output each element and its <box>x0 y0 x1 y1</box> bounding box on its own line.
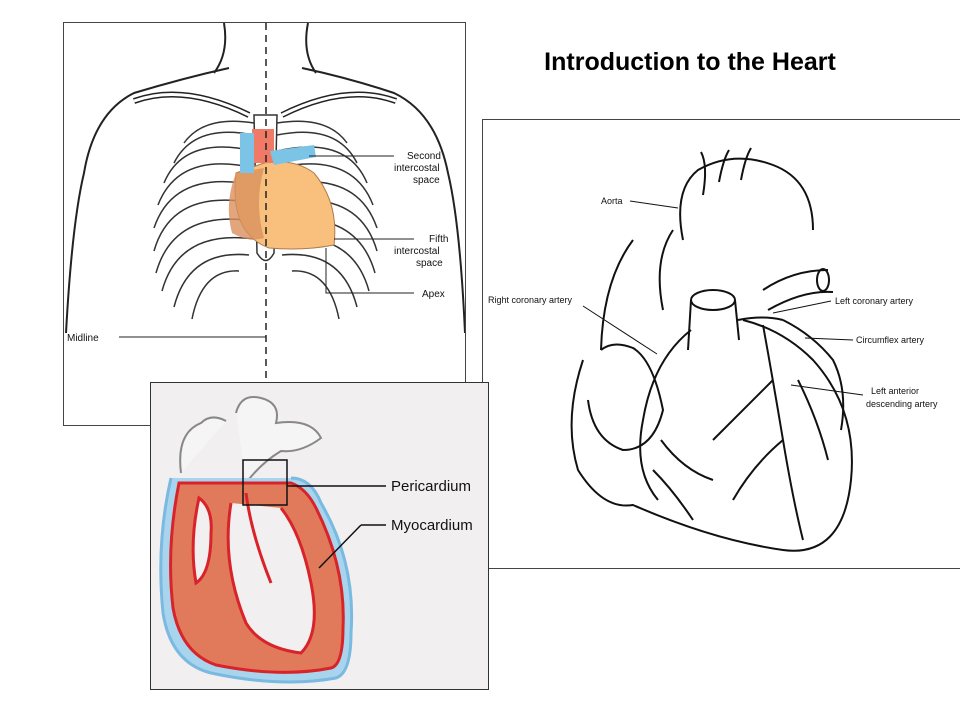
label-fifth-intercostal-3: space <box>416 258 443 269</box>
label-fifth-intercostal-2: intercostal <box>394 246 440 257</box>
label-fifth-intercostal-1: Fifth <box>429 234 448 245</box>
label-circumflex-artery: Circumflex artery <box>856 335 925 345</box>
label-second-intercostal-3: space <box>413 175 440 186</box>
coronary-arteries-diagram: Aorta Right coronary artery Left coronar… <box>482 119 960 569</box>
label-lad-2: descending artery <box>866 399 938 409</box>
label-left-coronary-artery: Left coronary artery <box>835 296 914 306</box>
slide-title: Introduction to the Heart <box>544 48 836 76</box>
label-myocardium: Myocardium <box>391 517 473 534</box>
label-right-coronary-artery: Right coronary artery <box>488 295 573 305</box>
label-pericardium: Pericardium <box>391 478 471 495</box>
heart-wall-diagram: Pericardium Myocardium <box>150 382 489 690</box>
label-midline: Midline <box>67 333 99 344</box>
heart-wall-illustration: Pericardium Myocardium <box>159 396 473 684</box>
label-apex: Apex <box>422 289 445 300</box>
thorax-illustration: Second intercostal space Fifth intercost… <box>65 23 465 425</box>
label-lad-1: Left anterior <box>871 386 919 396</box>
label-second-intercostal-1: Second <box>407 151 441 162</box>
coronary-illustration: Aorta Right coronary artery Left coronar… <box>488 147 938 552</box>
label-aorta: Aorta <box>601 196 623 206</box>
thorax-diagram: Second intercostal space Fifth intercost… <box>63 22 466 426</box>
label-second-intercostal-2: intercostal <box>394 163 440 174</box>
